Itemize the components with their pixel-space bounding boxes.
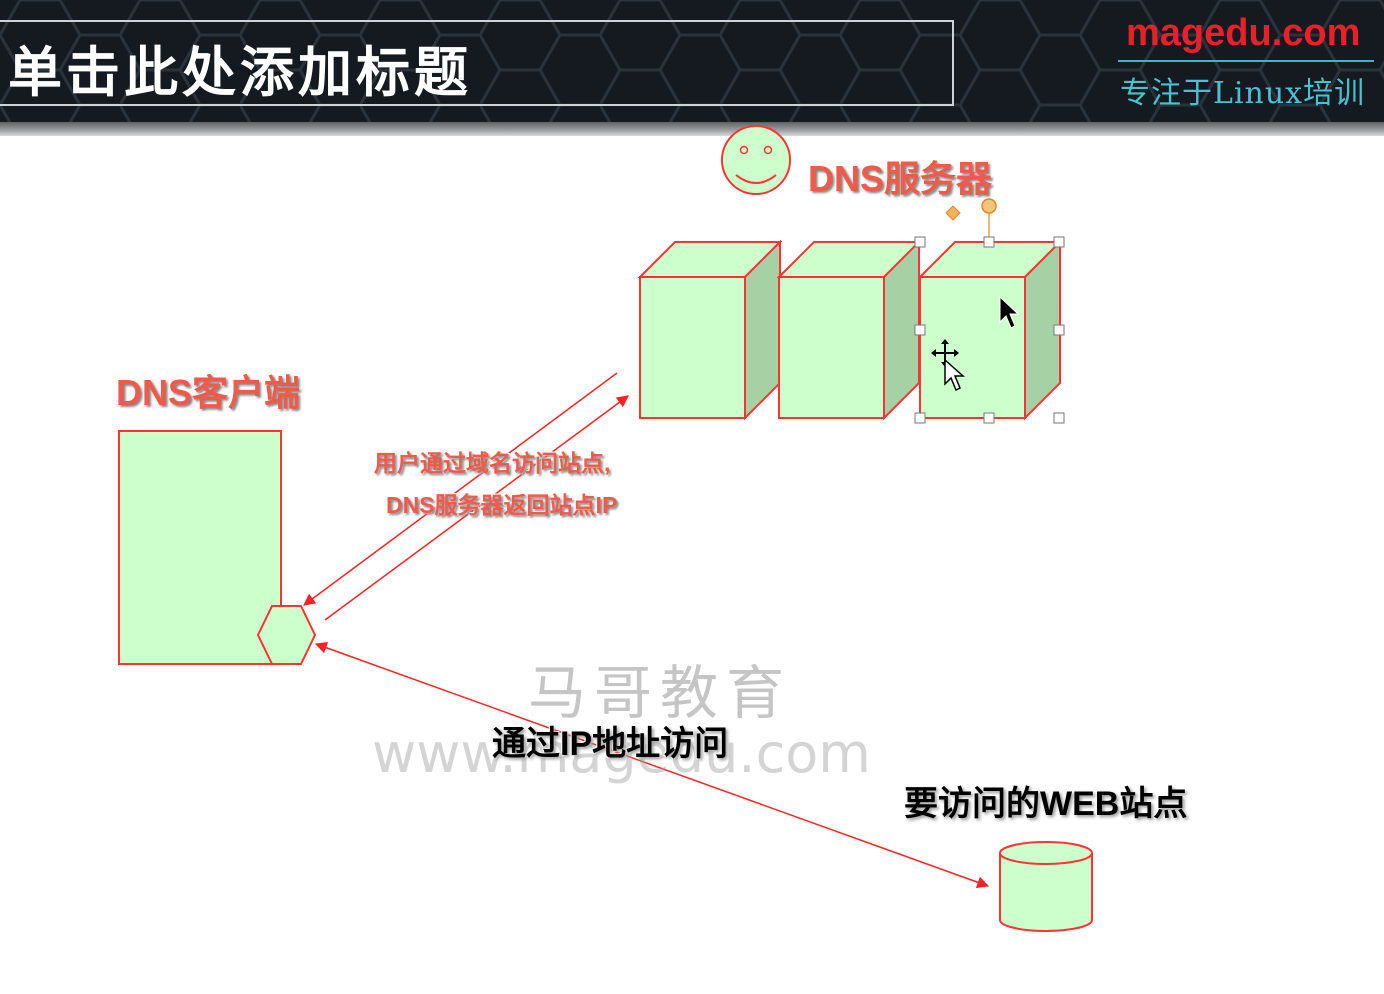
resize-handle-e[interactable] bbox=[1053, 324, 1065, 336]
dns-server-box-2[interactable] bbox=[776, 239, 922, 421]
resize-handle-se[interactable] bbox=[1053, 412, 1065, 424]
resize-handle-n[interactable] bbox=[983, 236, 995, 248]
dns-server-label[interactable]: DNS服务器 bbox=[808, 158, 993, 199]
dns-client-box[interactable] bbox=[118, 430, 282, 665]
resize-handle-w[interactable] bbox=[914, 324, 926, 336]
ip-access-label[interactable]: 通过IP地址访问 bbox=[492, 725, 729, 763]
query-label-line1[interactable]: 用户通过域名访问站点, bbox=[374, 450, 611, 476]
ip-access-arrow[interactable] bbox=[314, 642, 990, 888]
resize-handle-ne[interactable] bbox=[1053, 236, 1065, 248]
header-shadow bbox=[0, 122, 1384, 136]
brand-slogan: 专注于Linux培训 bbox=[1120, 76, 1366, 111]
web-site-label[interactable]: 要访问的WEB站点 bbox=[904, 785, 1188, 823]
client-port-hexagon[interactable] bbox=[256, 605, 317, 665]
brand-logo-text: magedu.com bbox=[1126, 12, 1361, 54]
web-site-cylinder[interactable] bbox=[999, 841, 1093, 932]
dns-query-arrow[interactable] bbox=[324, 395, 629, 621]
adjust-handle[interactable] bbox=[945, 205, 961, 221]
dns-server-box-3[interactable] bbox=[917, 239, 1063, 421]
watermark-url: www.magedu.com bbox=[372, 722, 871, 785]
selection-handles[interactable] bbox=[914, 198, 1065, 424]
arrow-cursor-icon bbox=[999, 295, 1020, 329]
title-placeholder[interactable] bbox=[0, 20, 954, 106]
move-cursor-icon bbox=[931, 339, 965, 392]
resize-handle-nw[interactable] bbox=[914, 236, 926, 248]
resize-handle-s[interactable] bbox=[983, 412, 995, 424]
dns-client-label[interactable]: DNS客户端 bbox=[116, 372, 301, 413]
rotate-handle[interactable] bbox=[981, 198, 997, 214]
smiley-icon bbox=[721, 125, 791, 195]
watermark-cn: 马哥教育 bbox=[528, 659, 793, 727]
resize-handle-sw[interactable] bbox=[914, 412, 926, 424]
dns-server-box-1[interactable] bbox=[637, 239, 783, 421]
slide-title[interactable]: 单击此处添加标题 bbox=[8, 40, 472, 104]
slide-header: 单击此处添加标题 magedu.com 专注于Linux培训 bbox=[0, 0, 1384, 122]
dns-response-arrow[interactable] bbox=[303, 372, 618, 606]
query-label-line2[interactable]: DNS服务器返回站点IP bbox=[386, 492, 618, 518]
brand-divider bbox=[1118, 60, 1374, 62]
